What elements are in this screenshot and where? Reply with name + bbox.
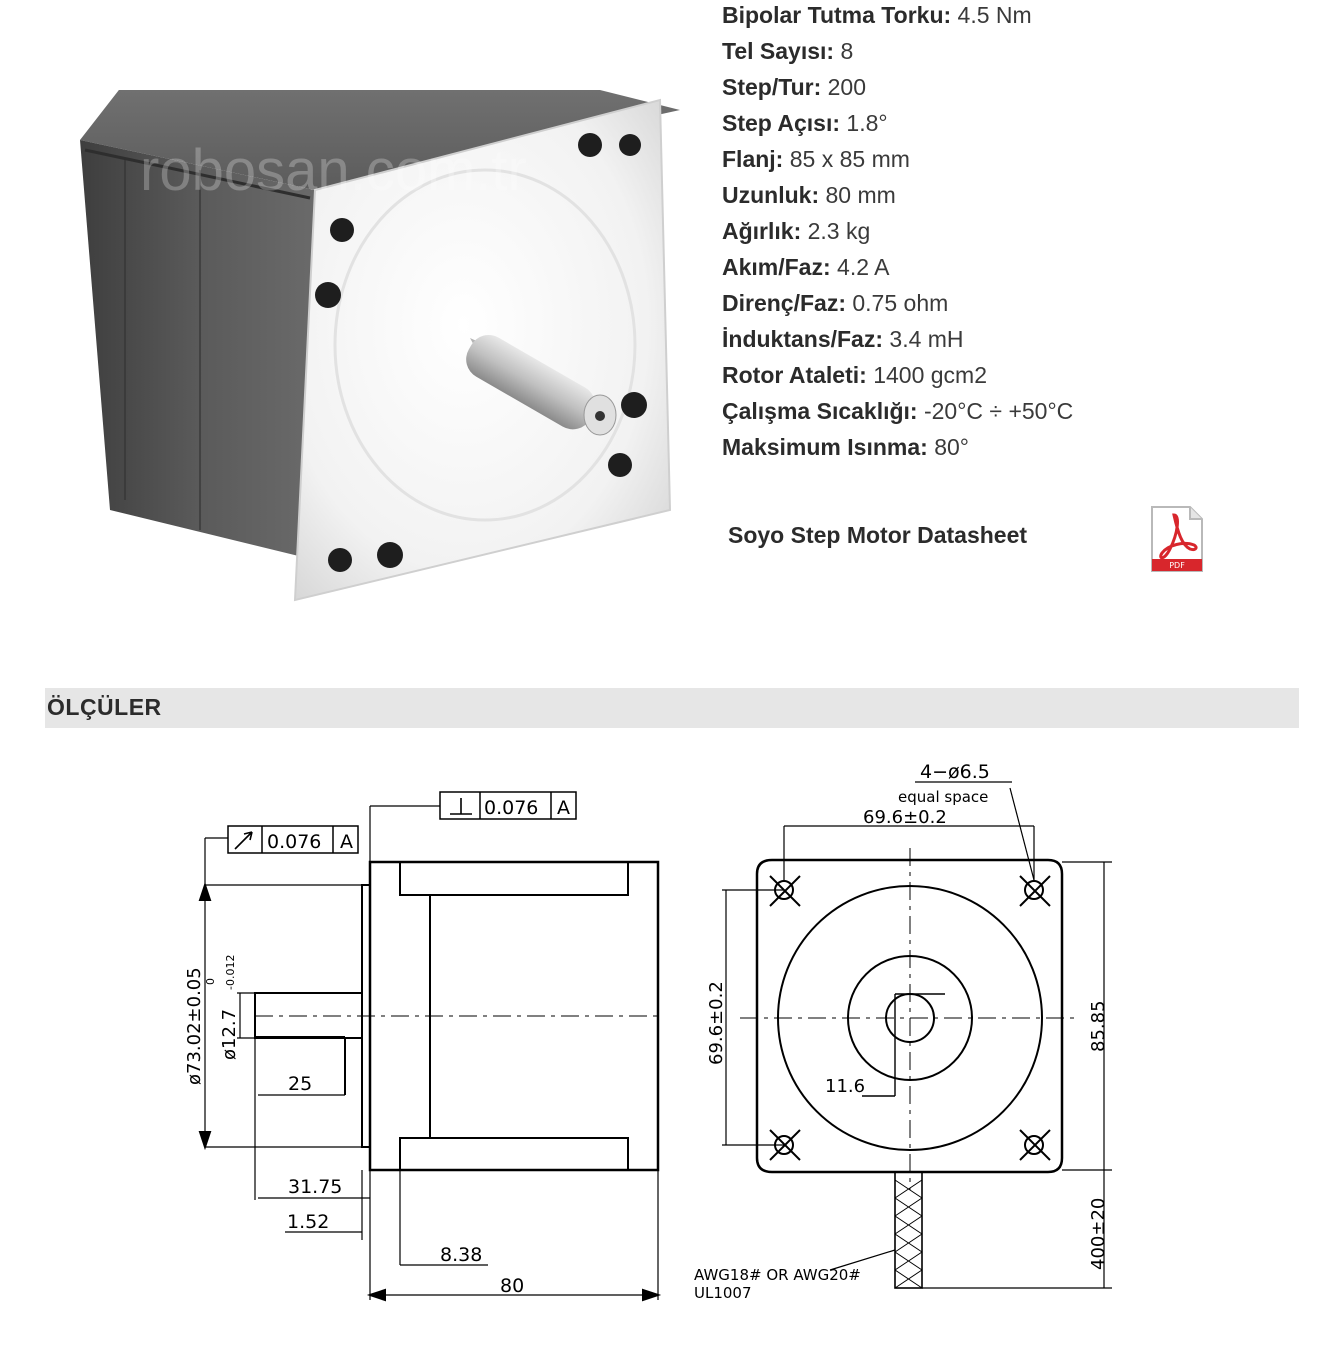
spec-value: 200 bbox=[827, 74, 866, 100]
spec-value: 0.75 ohm bbox=[852, 290, 949, 316]
body-length-label: 80 bbox=[500, 1275, 524, 1297]
spec-item: Bipolar Tutma Torku: 4.5 Nm bbox=[722, 0, 1322, 36]
spec-item: Çalışma Sıcaklığı: -20°C ÷ +50°C bbox=[722, 396, 1322, 432]
dim-8-38-label: 8.38 bbox=[440, 1244, 482, 1266]
flange-size-label: 85.85 bbox=[1088, 1000, 1109, 1052]
spec-label: İnduktans/Faz: bbox=[722, 326, 884, 352]
hole-spacing-vertical-label: 69.6±0.2 bbox=[706, 981, 727, 1065]
lead-length-label: 400±20 bbox=[1088, 1198, 1109, 1270]
spec-label: Step Açısı: bbox=[722, 110, 841, 136]
spec-label: Flanj: bbox=[722, 146, 784, 172]
spec-value: -20°C ÷ +50°C bbox=[923, 398, 1074, 424]
holes-label: 4−ø6.5 bbox=[920, 761, 990, 783]
datasheet-link[interactable]: Soyo Step Motor Datasheet bbox=[728, 522, 1028, 548]
spec-value: 8 bbox=[840, 38, 854, 64]
dimension-drawing: 0.076 A 0.076 A ø73.02±0.05 ø12.7 0 -0.0… bbox=[184, 761, 1112, 1302]
spec-item: Maksimum Isınma: 80° bbox=[722, 432, 1322, 468]
spec-label: Rotor Ataleti: bbox=[722, 362, 867, 388]
dim-1-52-label: 1.52 bbox=[287, 1211, 329, 1233]
dimensions-section-header: ÖLÇÜLER bbox=[45, 688, 1299, 728]
motor-body bbox=[80, 90, 680, 560]
pdf-file-icon[interactable]: PDF bbox=[1150, 505, 1204, 573]
spec-label: Çalışma Sıcaklığı: bbox=[722, 398, 918, 424]
dim-31-75-label: 31.75 bbox=[288, 1176, 342, 1198]
spec-item: Rotor Ataleti: 1400 gcm2 bbox=[722, 360, 1322, 396]
spec-item: Akım/Faz: 4.2 A bbox=[722, 252, 1322, 288]
runout-datum: A bbox=[340, 831, 353, 853]
spec-value: 2.3 kg bbox=[807, 218, 871, 244]
spec-value: 4.5 Nm bbox=[957, 2, 1032, 28]
spec-item: İnduktans/Faz: 3.4 mH bbox=[722, 324, 1322, 360]
spec-value: 1400 gcm2 bbox=[873, 362, 988, 388]
side-view bbox=[198, 791, 662, 1302]
spec-label: Ağırlık: bbox=[722, 218, 802, 244]
spec-item: Uzunluk: 80 mm bbox=[722, 180, 1322, 216]
spec-item: Ağırlık: 2.3 kg bbox=[722, 216, 1322, 252]
spec-value: 3.4 mH bbox=[889, 326, 964, 352]
spec-item: Step Açısı: 1.8° bbox=[722, 108, 1322, 144]
spec-value: 80° bbox=[934, 434, 969, 460]
spec-item: Tel Sayısı: 8 bbox=[722, 36, 1322, 72]
shaft-diameter-label: ø12.7 bbox=[219, 1009, 240, 1060]
perpendicularity-datum: A bbox=[557, 797, 570, 819]
spec-label: Bipolar Tutma Torku: bbox=[722, 2, 952, 28]
mounting-holes bbox=[315, 133, 647, 572]
wire-standard-label: UL1007 bbox=[694, 1284, 752, 1302]
runout-tolerance: 0.076 bbox=[267, 831, 321, 853]
shaft-tolerance-lower: -0.012 bbox=[224, 955, 237, 990]
motor-shaft bbox=[466, 335, 617, 436]
hole-spacing-horizontal-label: 69.6±0.2 bbox=[863, 807, 947, 828]
equal-space-label: equal space bbox=[898, 788, 988, 806]
section-title: ÖLÇÜLER bbox=[47, 694, 162, 720]
front-view bbox=[722, 781, 1112, 1289]
spec-value: 1.8° bbox=[846, 110, 888, 136]
wire-spec-label: AWG18# OR AWG20# bbox=[694, 1266, 861, 1284]
shaft-tolerance-upper: 0 bbox=[204, 978, 217, 985]
perpendicularity-tolerance: 0.076 bbox=[484, 797, 538, 819]
pdf-icon-label: PDF bbox=[1169, 561, 1185, 570]
photo-watermark: robosan.com.tr bbox=[140, 138, 527, 203]
spec-item: Step/Tur: 200 bbox=[722, 72, 1322, 108]
spec-label: Akım/Faz: bbox=[722, 254, 831, 280]
spec-label: Uzunluk: bbox=[722, 182, 820, 208]
shaft-flat-label: 11.6 bbox=[825, 1076, 865, 1097]
spec-label: Step/Tur: bbox=[722, 74, 822, 100]
motor-product-photo: robosan.com.tr bbox=[80, 90, 680, 602]
spec-item: Direnç/Faz: 0.75 ohm bbox=[722, 288, 1322, 324]
spec-label: Maksimum Isınma: bbox=[722, 434, 928, 460]
body-diameter-label: ø73.02±0.05 bbox=[184, 967, 205, 1085]
spec-label: Tel Sayısı: bbox=[722, 38, 835, 64]
spec-value: 80 mm bbox=[825, 182, 896, 208]
spec-item: Flanj: 85 x 85 mm bbox=[722, 144, 1322, 180]
spec-label: Direnç/Faz: bbox=[722, 290, 846, 316]
spec-value: 85 x 85 mm bbox=[789, 146, 910, 172]
spec-value: 4.2 A bbox=[837, 254, 890, 280]
shaft-length-label: 25 bbox=[288, 1073, 312, 1095]
